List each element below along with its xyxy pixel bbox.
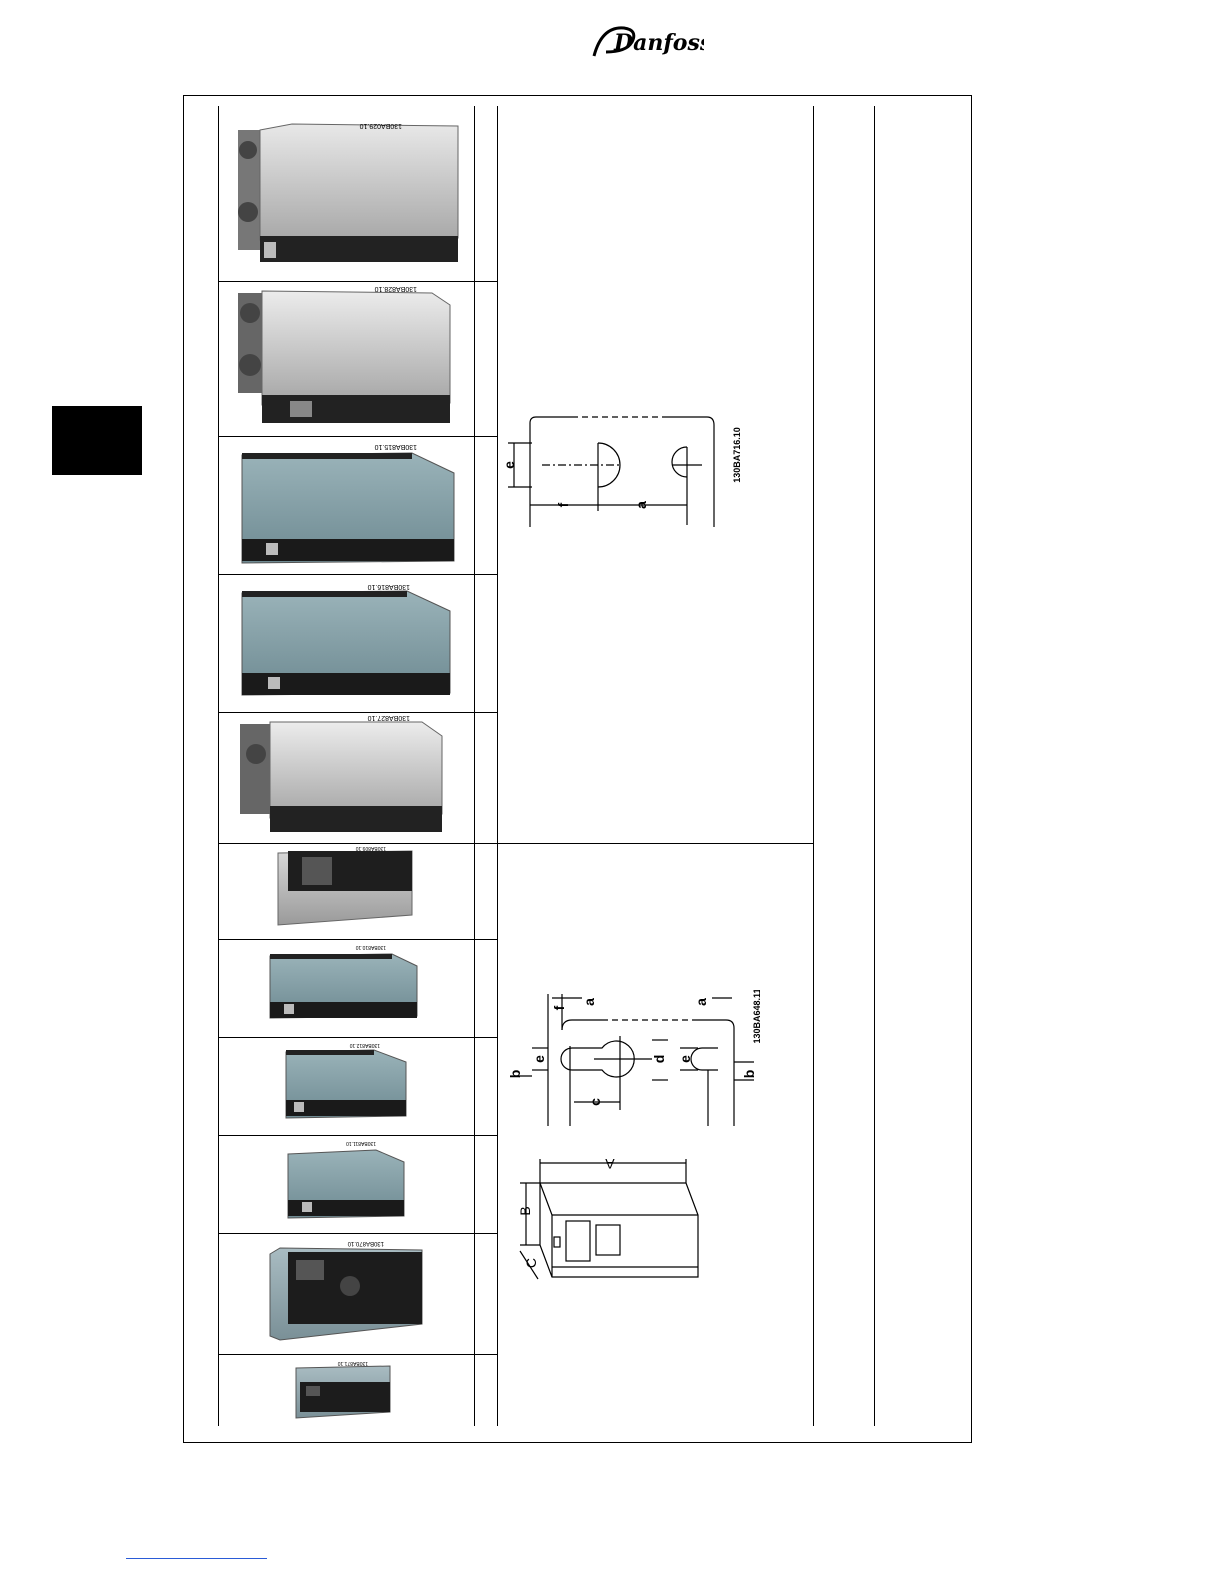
row-divider [218, 281, 498, 282]
row-divider [218, 574, 498, 575]
product-image: 130BA029.10 [232, 120, 464, 270]
column-divider [218, 106, 219, 1426]
column-divider [874, 106, 875, 1426]
row-divider [218, 843, 814, 844]
image-code: 130BA815.10 [374, 443, 417, 450]
dim-label-a: a [633, 501, 649, 509]
dim-label-f: f [555, 502, 571, 507]
dim-label-a: a [581, 998, 597, 1006]
image-code: 130BA871.10 [337, 1360, 368, 1366]
dim-label-b: b [507, 1070, 523, 1079]
dim-label-e: e [531, 1055, 547, 1063]
image-code: 130BA827.10 [367, 714, 410, 721]
image-code: 130BA870.10 [347, 1240, 384, 1246]
product-image: 130BA811.10 [280, 1140, 410, 1224]
column-divider [497, 106, 498, 1426]
column-divider [474, 106, 475, 1426]
row-divider [218, 1135, 498, 1136]
dim-label-e: e [677, 1055, 693, 1063]
product-image: 130BA809.10 [262, 845, 422, 931]
row-divider [218, 436, 498, 437]
dim-label-d: d [651, 1055, 667, 1064]
dim-label-b: b [741, 1070, 757, 1079]
dim-label-f: f [551, 1005, 567, 1010]
dim-label-a: a [693, 998, 709, 1006]
product-image: 130BA827.10 [232, 714, 464, 836]
mounting-hole-diagram: e f a 130BA716.10 [502, 415, 752, 535]
footer-link-underline[interactable] [126, 1558, 267, 1559]
row-divider [218, 712, 498, 713]
image-code: 130BA029.10 [359, 122, 402, 129]
row-divider [218, 1233, 498, 1234]
enclosure-outline-diagram: A B C [508, 1155, 708, 1285]
dim-label-B: B [517, 1206, 533, 1215]
image-code: 130BA816.10 [367, 583, 410, 590]
image-code: 130BA828.10 [374, 285, 417, 292]
danfoss-logo: Danfoss [584, 18, 704, 62]
image-code: 130BA809.10 [355, 845, 386, 851]
product-image: 130BA810.10 [262, 944, 422, 1032]
product-image: 130BA870.10 [262, 1240, 430, 1348]
section-tab [52, 406, 142, 475]
product-image: 130BA816.10 [232, 583, 464, 703]
dim-label-C: C [523, 1258, 539, 1268]
product-image: 130BA812.10 [274, 1042, 414, 1126]
image-code: 130BA812.10 [349, 1042, 380, 1048]
logo-text: Danfoss [613, 30, 704, 56]
image-code: 130BA810.10 [355, 944, 386, 950]
diagram-code: 130BA716.10 [732, 427, 742, 483]
diagram-code: 130BA648.11 [752, 990, 762, 1044]
keyhole-diagram: a a f e e b b d c 130BA648.11 [502, 990, 772, 1130]
product-image: 130BA815.10 [232, 443, 464, 568]
product-image: 130BA828.10 [232, 285, 464, 425]
image-code: 130BA811.10 [346, 1140, 376, 1146]
column-divider [813, 106, 814, 1426]
dim-label-e: e [502, 461, 517, 469]
dim-label-A: A [605, 1156, 615, 1172]
row-divider [218, 1354, 498, 1355]
product-image: 130BA871.10 [288, 1360, 398, 1422]
row-divider [218, 939, 498, 940]
row-divider [218, 1037, 498, 1038]
dim-label-c: c [587, 1098, 603, 1106]
